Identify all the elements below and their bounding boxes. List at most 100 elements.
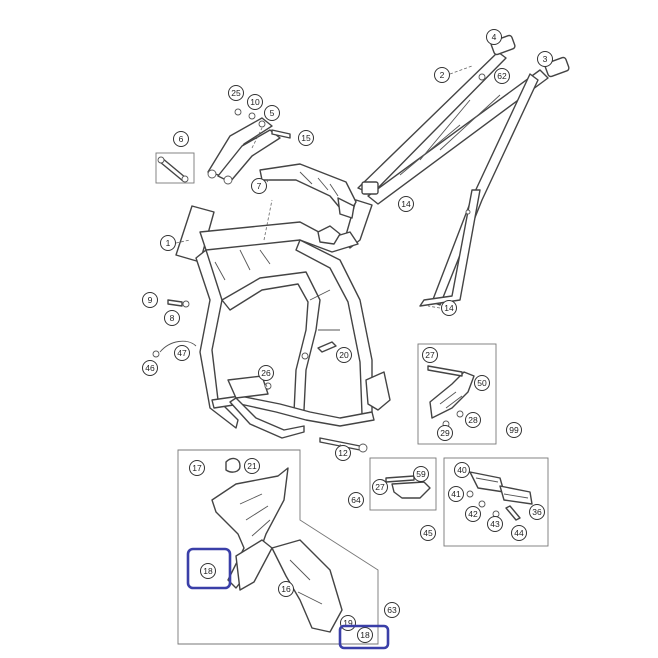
svg-text:25: 25 xyxy=(231,88,241,98)
highlight-box-right xyxy=(338,624,390,650)
svg-text:12: 12 xyxy=(338,448,348,458)
box-64 xyxy=(369,457,437,511)
svg-text:9: 9 xyxy=(148,295,153,305)
svg-text:1: 1 xyxy=(166,238,171,248)
callout-44: 44 xyxy=(511,525,527,541)
bolt-20 xyxy=(317,341,337,353)
callout-99: 99 xyxy=(506,422,522,438)
callout-10: 10 xyxy=(247,94,263,110)
callout-6: 6 xyxy=(173,131,189,147)
svg-text:4: 4 xyxy=(492,32,497,42)
callout-8: 8 xyxy=(164,310,180,326)
svg-text:42: 42 xyxy=(468,509,478,519)
svg-text:21: 21 xyxy=(247,461,257,471)
part-59-guard xyxy=(385,475,431,499)
svg-text:26: 26 xyxy=(261,368,271,378)
callout-59: 59 xyxy=(413,466,429,482)
svg-text:29: 29 xyxy=(440,428,450,438)
svg-text:62: 62 xyxy=(497,71,507,81)
engine-bracket-assembly xyxy=(207,108,291,185)
callout-62: 62 xyxy=(494,68,510,84)
callout-7: 7 xyxy=(251,178,267,194)
box-63 xyxy=(177,449,379,645)
callout-26: 26 xyxy=(258,365,274,381)
bolt-12 xyxy=(319,437,368,453)
svg-text:50: 50 xyxy=(477,378,487,388)
callout-47: 47 xyxy=(174,345,190,361)
callout-36: 36 xyxy=(529,504,545,520)
callout-45: 45 xyxy=(420,525,436,541)
callout-27-box99: 27 xyxy=(422,347,438,363)
svg-text:40: 40 xyxy=(457,465,467,475)
callout-46: 46 xyxy=(142,360,158,376)
part-7-bracket xyxy=(259,163,357,219)
svg-text:63: 63 xyxy=(387,605,397,615)
callout-63: 63 xyxy=(384,602,400,618)
svg-text:16: 16 xyxy=(281,584,291,594)
svg-text:6: 6 xyxy=(179,134,184,144)
callout-2: 2 xyxy=(434,67,450,83)
bolts-8-9 xyxy=(167,299,190,308)
svg-text:18: 18 xyxy=(203,566,213,576)
hose-46-47 xyxy=(152,340,197,358)
svg-text:41: 41 xyxy=(451,489,461,499)
svg-text:3: 3 xyxy=(543,54,548,64)
callout-20: 20 xyxy=(336,347,352,363)
callout-14-lower: 14 xyxy=(441,300,457,316)
svg-text:7: 7 xyxy=(257,181,262,191)
callout-18-left: 18 xyxy=(200,563,216,579)
callout-9: 9 xyxy=(142,292,158,308)
callout-43: 43 xyxy=(487,516,503,532)
svg-text:47: 47 xyxy=(177,348,187,358)
svg-text:14: 14 xyxy=(444,303,454,313)
callout-1: 1 xyxy=(160,235,176,251)
svg-text:15: 15 xyxy=(301,133,311,143)
svg-text:10: 10 xyxy=(250,97,260,107)
callout-3: 3 xyxy=(537,51,553,67)
callout-28: 28 xyxy=(465,412,481,428)
svg-text:5: 5 xyxy=(270,108,275,118)
callout-29: 29 xyxy=(437,425,453,441)
svg-text:64: 64 xyxy=(351,495,361,505)
svg-text:14: 14 xyxy=(401,199,411,209)
main-frame xyxy=(175,205,391,439)
svg-text:17: 17 xyxy=(192,463,202,473)
callout-40: 40 xyxy=(454,462,470,478)
callout-12: 12 xyxy=(335,445,351,461)
part-50-bracket xyxy=(427,365,475,428)
svg-text:2: 2 xyxy=(440,70,445,80)
box-99 xyxy=(417,343,497,445)
highlight-box-left xyxy=(186,547,232,590)
svg-text:99: 99 xyxy=(509,425,519,435)
callout-16: 16 xyxy=(278,581,294,597)
callout-19: 19 xyxy=(340,615,356,631)
callout-42: 42 xyxy=(465,506,481,522)
frame-protector xyxy=(211,457,343,633)
callout-21: 21 xyxy=(244,458,260,474)
svg-text:43: 43 xyxy=(490,519,500,529)
callout-15: 15 xyxy=(298,130,314,146)
callout-27-box64: 27 xyxy=(372,479,388,495)
box-45 xyxy=(443,457,549,547)
svg-text:45: 45 xyxy=(423,528,433,538)
svg-text:27: 27 xyxy=(375,482,385,492)
part-6-box xyxy=(155,152,195,184)
svg-text:59: 59 xyxy=(416,469,426,479)
callout-14-upper: 14 xyxy=(398,196,414,212)
callout-5: 5 xyxy=(264,105,280,121)
svg-text:18: 18 xyxy=(360,630,370,640)
svg-text:46: 46 xyxy=(145,363,155,373)
callouts: 1 2 3 4 5 6 7 8 9 10 12 14 14 15 16 17 1… xyxy=(142,29,553,643)
highlights xyxy=(186,547,390,650)
callout-41: 41 xyxy=(448,486,464,502)
callout-18-right: 18 xyxy=(357,627,373,643)
callout-4: 4 xyxy=(486,29,502,45)
svg-text:8: 8 xyxy=(170,313,175,323)
svg-text:28: 28 xyxy=(468,415,478,425)
callout-50: 50 xyxy=(474,375,490,391)
svg-text:20: 20 xyxy=(339,350,349,360)
svg-text:36: 36 xyxy=(532,507,542,517)
callout-25: 25 xyxy=(228,85,244,101)
part-6-bolt xyxy=(157,156,189,183)
